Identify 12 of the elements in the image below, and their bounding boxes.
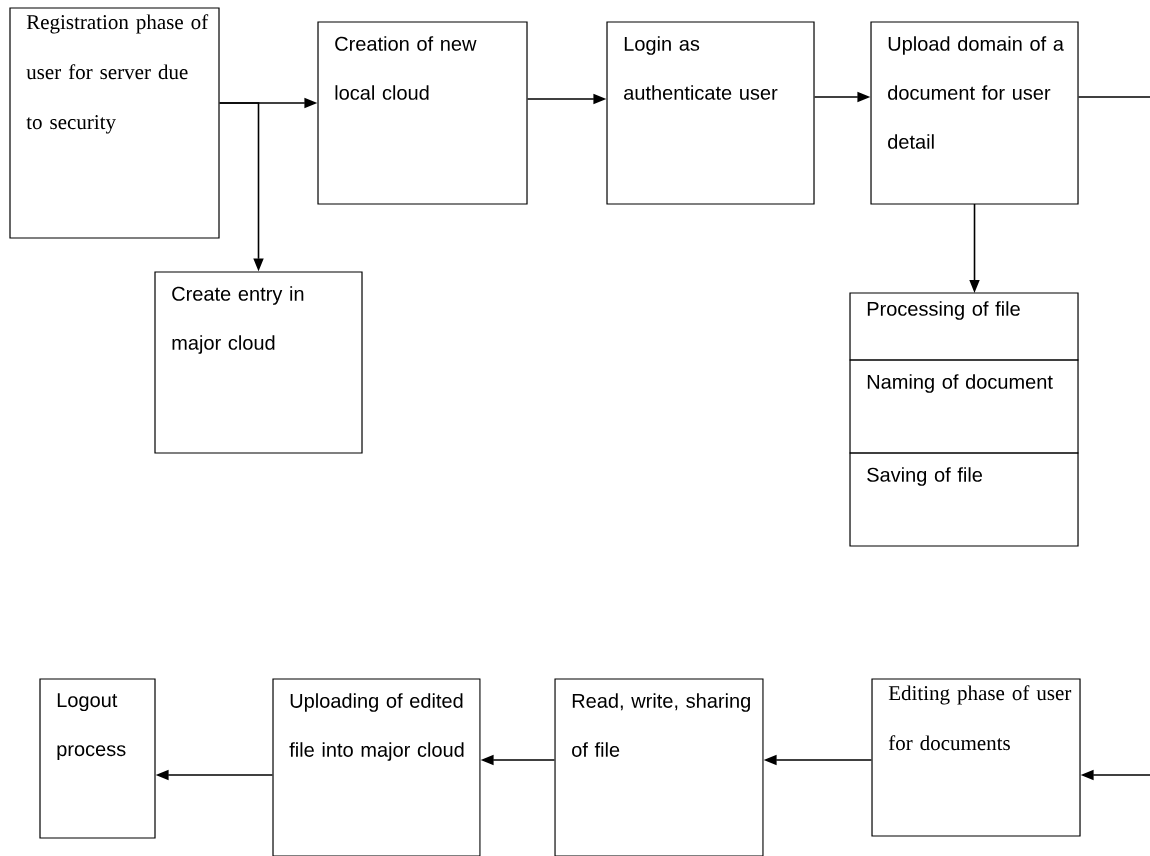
process-box: Create entry in major cloud [154, 271, 363, 454]
process-box: Saving of file [849, 452, 1079, 547]
process-box: Editing phase of user for documents [871, 678, 1081, 837]
process-box: Creation of new local cloud [317, 21, 528, 205]
process-box: Upload domain of a document for user detail [870, 21, 1079, 205]
process-box: Logout process [39, 678, 156, 839]
process-box: Processing of file [849, 292, 1079, 361]
process-box: Naming of document [849, 359, 1079, 454]
process-box: Read, write, sharing of file [554, 678, 764, 856]
process-box: Login as authenticate user [606, 21, 815, 205]
process-box: Uploading of edited file into major cloud [272, 678, 481, 856]
process-box: Registration phase of user for server due to security [9, 7, 220, 239]
